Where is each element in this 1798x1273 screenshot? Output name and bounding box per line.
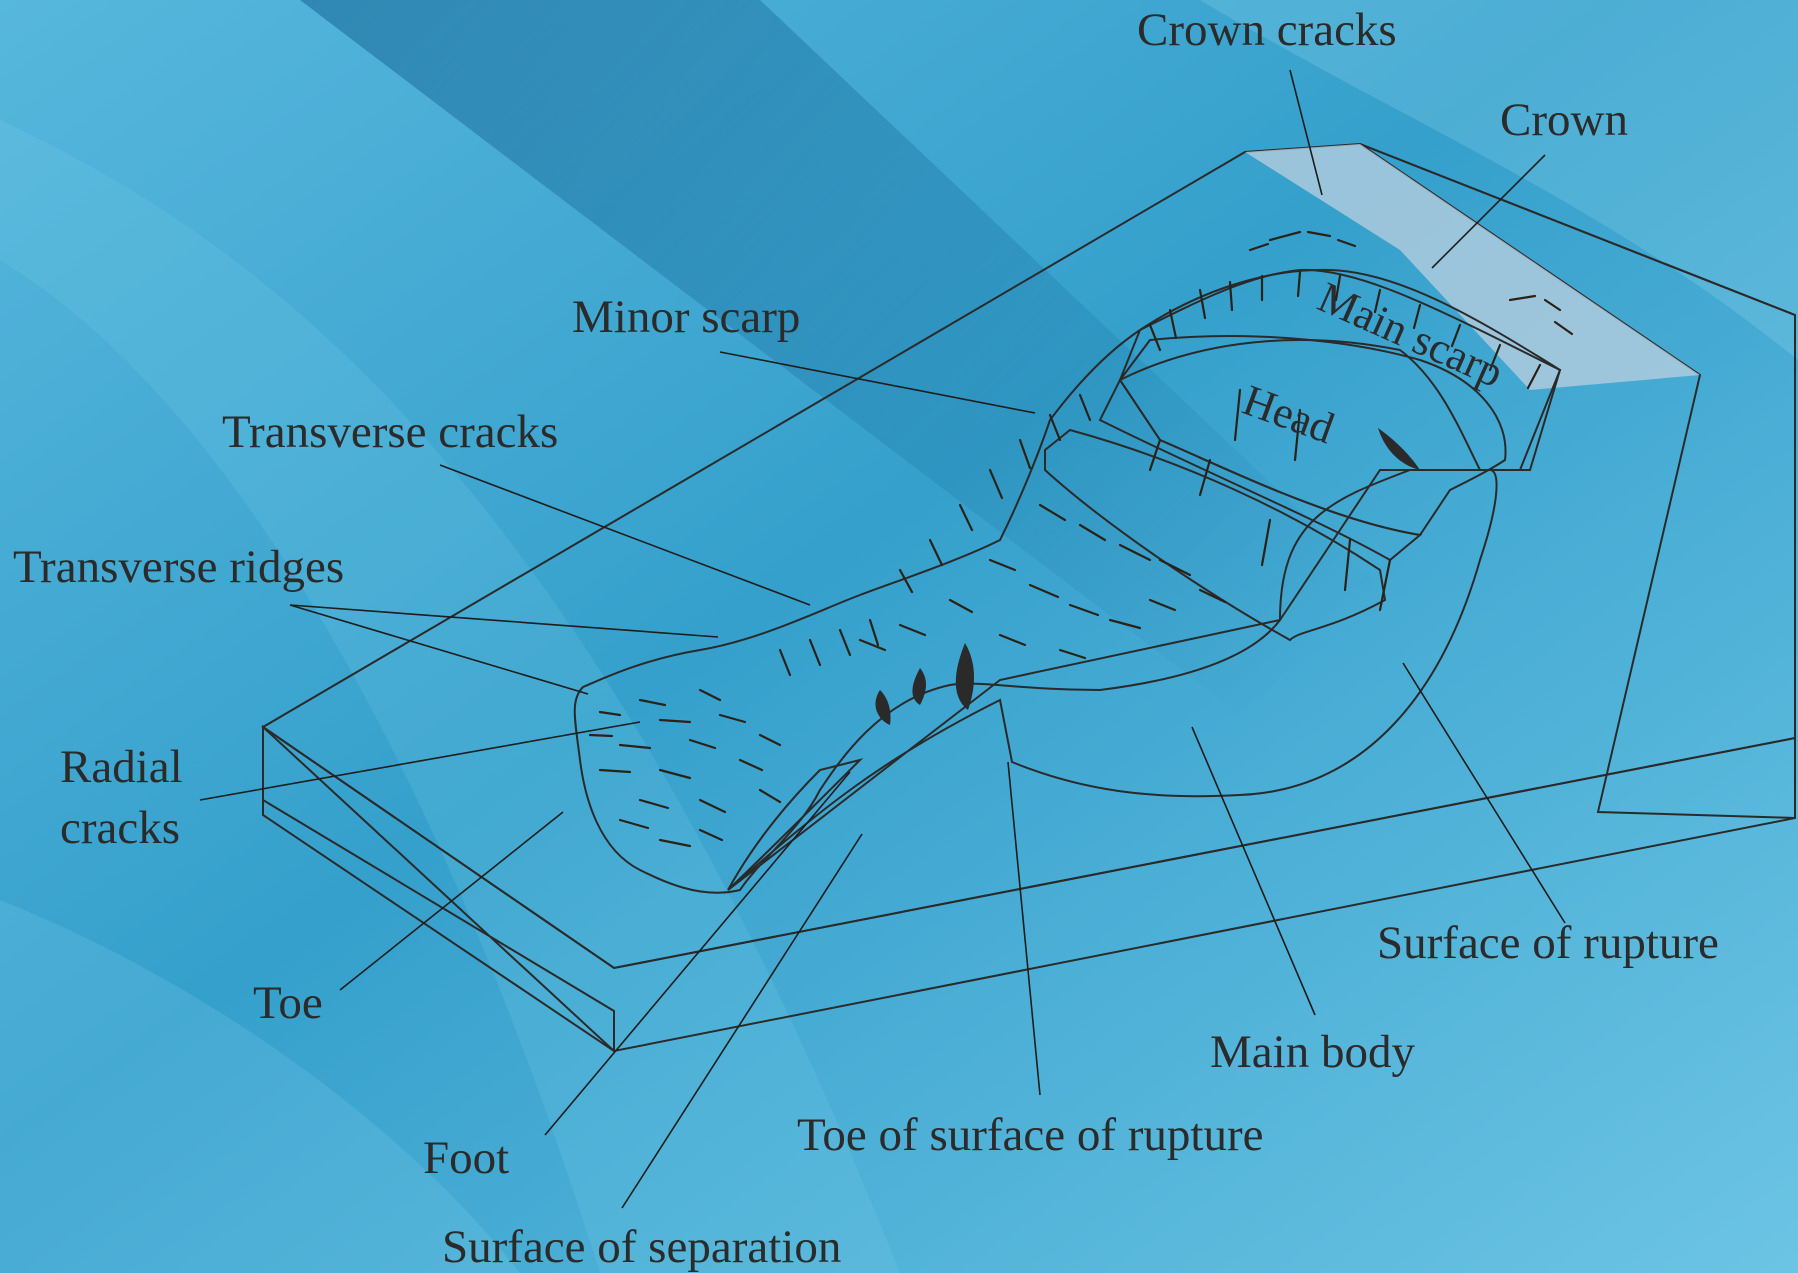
label-transverse-ridges: Transverse ridges xyxy=(13,541,344,593)
label-surface-of-rupture: Surface of rupture xyxy=(1377,917,1719,969)
label-foot: Foot xyxy=(423,1132,509,1184)
label-surface-of-separation: Surface of separation xyxy=(442,1221,841,1273)
label-toe: Toe xyxy=(253,977,323,1029)
label-radial-cracks-line1: Radial xyxy=(60,741,183,793)
label-radial-cracks-line2: cracks xyxy=(60,802,180,854)
label-crown: Crown xyxy=(1500,94,1628,146)
label-crown-cracks: Crown cracks xyxy=(1137,4,1397,56)
label-main-body: Main body xyxy=(1210,1026,1415,1078)
crack-mark xyxy=(590,735,612,736)
label-minor-scarp: Minor scarp xyxy=(572,291,800,343)
label-transverse-cracks: Transverse cracks xyxy=(222,406,558,458)
label-toe-of-surface-of-rupture: Toe of surface of rupture xyxy=(797,1109,1264,1161)
